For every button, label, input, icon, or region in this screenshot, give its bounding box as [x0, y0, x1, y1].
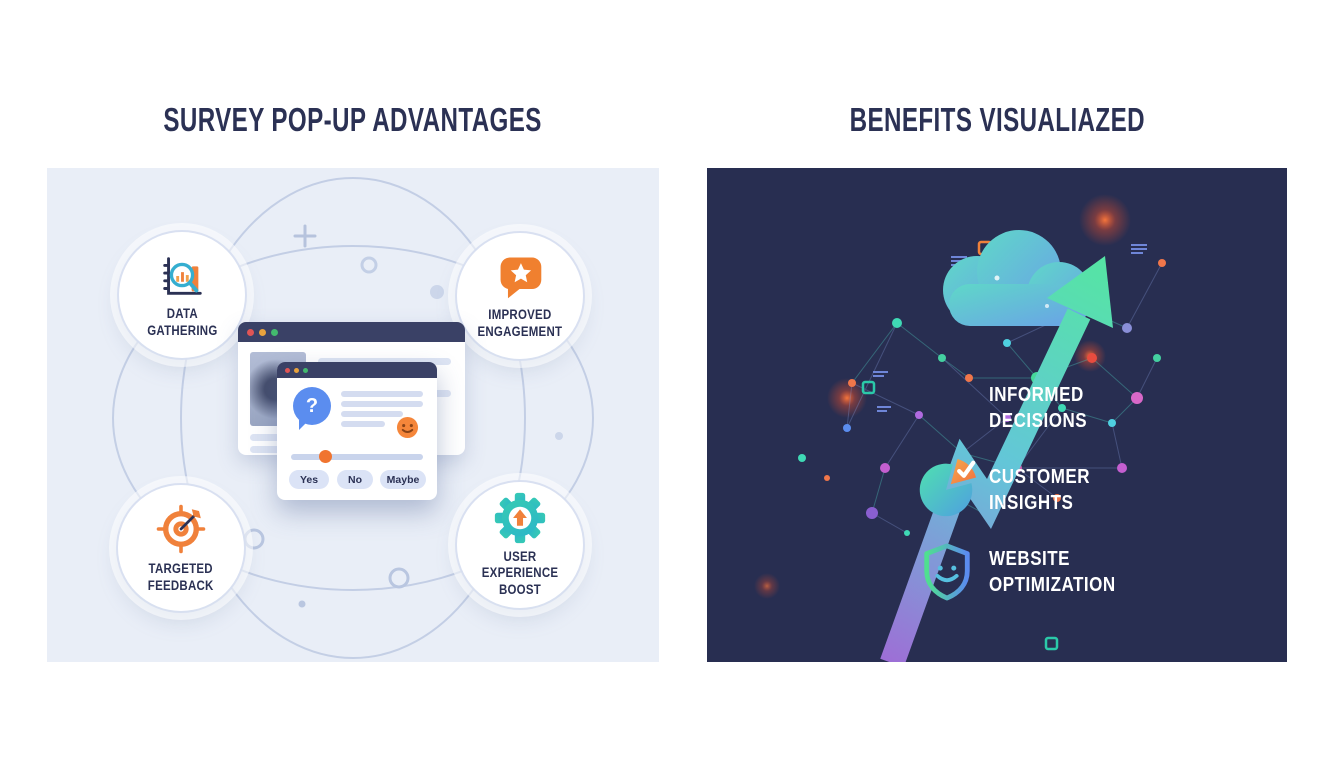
rating-slider-knob[interactable]: [319, 450, 332, 463]
close-window-dot-icon[interactable]: [247, 328, 254, 336]
advantage-label: USER EXPERIENCE BOOST: [481, 548, 559, 597]
bar-chart-magnifier-icon: [163, 257, 202, 295]
target-dart-icon: [156, 504, 206, 554]
popup-window-controls: [277, 362, 437, 378]
speech-bubble-star-icon: [500, 257, 542, 299]
benefits-panel: INFORMED DECISIONS CUSTOMER INSIGHTS WEB…: [707, 168, 1287, 662]
shield-smiley-icon: [919, 542, 975, 602]
survey-popup-window: ? Yes No Maybe: [277, 362, 437, 500]
pie-chart-check-icon: [916, 458, 978, 518]
benefit-customer-insights: CUSTOMER INSIGHTS: [989, 466, 1091, 514]
advantage-label: IMPROVED ENGAGEMENT: [477, 307, 563, 339]
question-bubble-tail: [299, 420, 309, 430]
survey-advantages-panel: DATA GATHERING IMPROVED ENGAGEMENT: [47, 168, 659, 662]
rating-slider-track[interactable]: [291, 454, 423, 460]
advantage-user-experience-boost: USER EXPERIENCE BOOST: [457, 482, 583, 608]
text-line-placeholder: [341, 391, 423, 397]
yes-button[interactable]: Yes: [289, 470, 329, 489]
advantage-data-gathering: DATA GATHERING: [119, 232, 245, 358]
text-line-placeholder: [341, 401, 423, 407]
question-bubble-icon: ?: [293, 387, 331, 425]
orbit-decoration: [112, 177, 594, 659]
advantage-label: TARGETED FEEDBACK: [148, 561, 214, 593]
window-controls: [238, 322, 465, 342]
left-section-title: SURVEY POP-UP ADVANTAGES: [163, 100, 543, 139]
text-line-placeholder: [341, 411, 403, 417]
text-line-placeholder: [318, 358, 451, 365]
minimize-window-dot-icon[interactable]: [259, 328, 266, 336]
gear-up-arrow-icon: [494, 492, 546, 543]
close-window-dot-icon[interactable]: [285, 367, 290, 373]
advantage-label: DATA GATHERING: [146, 306, 218, 338]
smiley-face-icon: [396, 416, 419, 439]
advantage-targeted-feedback: TARGETED FEEDBACK: [118, 485, 244, 611]
minimize-window-dot-icon[interactable]: [294, 367, 299, 373]
right-section-title: BENEFITS VISUALIAZED: [849, 100, 1145, 139]
maybe-button[interactable]: Maybe: [380, 470, 426, 489]
benefit-informed-decisions: INFORMED DECISIONS: [989, 384, 1088, 432]
maximize-window-dot-icon[interactable]: [303, 367, 308, 373]
text-line-placeholder: [341, 421, 385, 427]
maximize-window-dot-icon[interactable]: [271, 328, 278, 336]
advantage-improved-engagement: IMPROVED ENGAGEMENT: [457, 233, 583, 359]
benefit-website-optimization: WEBSITE OPTIMIZATION: [989, 548, 1116, 596]
no-button[interactable]: No: [337, 470, 373, 489]
growth-arrow-cloud-graphic: [754, 194, 1166, 662]
text-line-placeholder: [250, 446, 294, 453]
